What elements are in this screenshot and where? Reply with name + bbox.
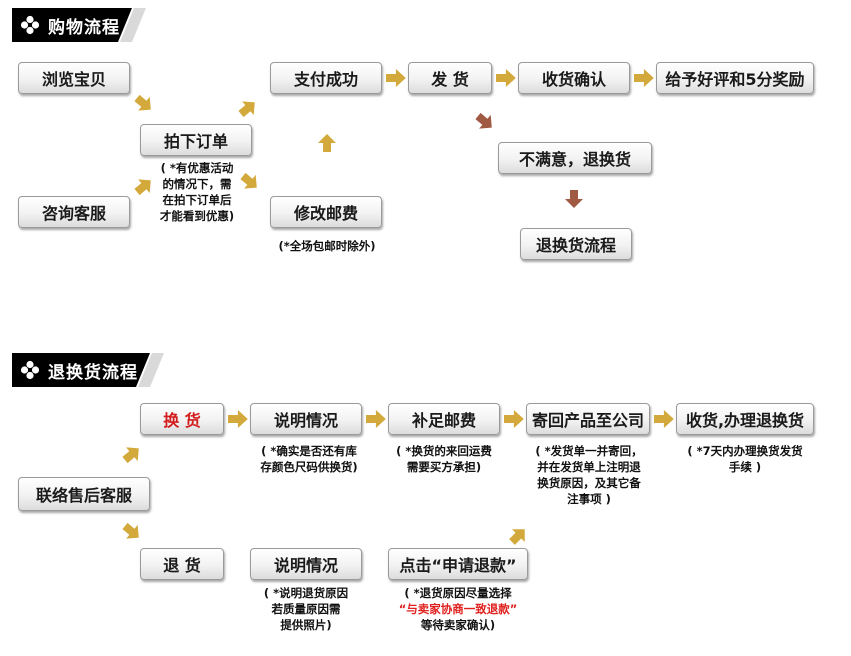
box-pay-postage: 补足邮费: [388, 403, 500, 435]
note-line: 的情况下，需: [162, 177, 232, 191]
note-line: 若质量原因需: [271, 602, 341, 616]
box-good-review: 给予好评和5分奖励: [656, 62, 814, 94]
box-exchange: 换 货: [140, 403, 224, 435]
note-line: ( *有优惠活动: [160, 161, 234, 175]
arrow-contact-to-exchange: [119, 441, 145, 467]
box-payment-success: 支付成功: [270, 62, 382, 94]
box-consult: 咨询客服: [18, 196, 130, 228]
arrow-postage-to-send-back: [504, 410, 524, 428]
box-confirm-receipt: 收货确认: [518, 62, 630, 94]
arrow-modify-to-paid: [318, 134, 336, 152]
arrow-browse-to-order: [131, 91, 157, 117]
flower-icon: [20, 15, 40, 35]
box-apply-refund: 点击“申请退款”: [388, 548, 528, 580]
note-line: 需要买方承担): [406, 460, 482, 474]
arrow-exchange-to-explain: [228, 410, 248, 428]
arrow-apply-to-send-back: [505, 522, 532, 549]
note-line: 存颜色尺码供换货): [260, 460, 358, 474]
note-line: 手续 ): [728, 460, 762, 474]
note-line: ( *发货单一并寄回，: [535, 444, 643, 458]
arrow-explain-to-postage: [366, 410, 386, 428]
note-receive-process: ( *7天内办理换货发货手续 ): [672, 443, 818, 475]
box-place-order: 拍下订单: [140, 124, 252, 156]
arrow-ship-to-confirm: [496, 69, 516, 87]
arrow-paid-to-ship: [386, 69, 406, 87]
arrow-contact-to-refund: [119, 519, 145, 545]
note-line: 提供照片): [280, 618, 332, 632]
arrow-unsatisfied-to-return: [565, 190, 583, 208]
note-line: 在拍下订单后: [162, 193, 232, 207]
box-receive-process: 收货,办理退换货: [676, 403, 814, 435]
note-modify-postage: (*全场包邮时除外): [278, 239, 376, 253]
note-line: 等待卖家确认): [420, 618, 496, 632]
section-title: 退换货流程: [48, 362, 138, 383]
note-line: 注事项 ): [567, 492, 611, 506]
arrow-ship-to-unsatisfied: [472, 109, 498, 135]
box-browse: 浏览宝贝: [18, 62, 130, 94]
section-title-bar: 购物流程: [12, 8, 132, 42]
box-modify-postage: 修改邮费: [270, 196, 382, 228]
section-header-shopping: 购物流程: [12, 8, 146, 42]
box-ship: 发 货: [408, 62, 492, 94]
note-line: 并在发货单上注明退: [537, 460, 641, 474]
note-explain-exchange: ( *确实是否还有库存颜色尺码供换货): [244, 443, 374, 475]
note-line: ( *退货原因尽量选择: [404, 586, 512, 600]
arrow-send-back-to-receive: [654, 410, 674, 428]
arrow-order-to-modify: [237, 169, 263, 195]
note-place-order: ( *有优惠活动的情况下，需在拍下订单后才能看到优惠): [142, 160, 252, 224]
section-title-bar: 退换货流程: [12, 353, 150, 387]
note-send-back: ( *发货单一并寄回， 并在发货单上注明退换货原因，及其它备注事项 ): [522, 443, 656, 507]
box-unsatisfied: 不满意，退换货: [498, 142, 652, 174]
note-highlight: “与卖家协商一致退款”: [398, 602, 518, 616]
arrow-confirm-to-review: [634, 69, 654, 87]
section-title: 购物流程: [48, 17, 120, 38]
box-explain-refund: 说明情况: [250, 548, 362, 580]
arrow-consult-to-order: [131, 173, 157, 199]
flower-icon: [20, 360, 40, 380]
note-line: ( *7天内办理换货发货: [687, 444, 803, 458]
note-line: ( *确实是否还有库: [261, 444, 357, 458]
note-pay-postage: ( *换货的来回运费需要买方承担): [384, 443, 504, 475]
box-contact-service: 联络售后客服: [18, 477, 150, 511]
note-line: 换货原因，及其它备: [537, 476, 641, 490]
box-return-flow: 退换货流程: [520, 228, 632, 260]
note-apply-refund: ( *退货原因尽量选择 “与卖家协商一致退款” 等待卖家确认): [384, 585, 532, 633]
box-send-back: 寄回产品至公司: [526, 403, 650, 435]
note-line: ( *说明退货原因: [263, 586, 349, 600]
box-explain-exchange: 说明情况: [250, 403, 362, 435]
note-explain-refund: ( *说明退货原因若质量原因需提供照片): [254, 585, 358, 633]
shopping-flow-arrows: [131, 69, 654, 208]
note-line: 才能看到优惠): [159, 209, 235, 223]
arrow-order-to-paid: [235, 95, 261, 121]
note-line: ( *换货的来回运费: [396, 444, 492, 458]
box-refund: 退 货: [140, 548, 224, 580]
section-header-return: 退换货流程: [12, 353, 164, 387]
return-flow-arrows: [119, 410, 674, 549]
